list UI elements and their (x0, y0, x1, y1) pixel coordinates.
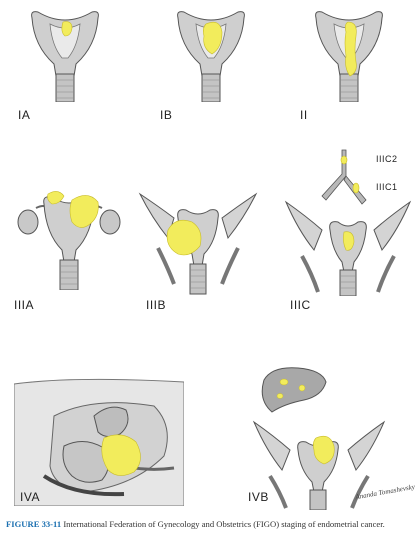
tumor-iiic (343, 231, 355, 251)
stage-label-iva: IVA (20, 490, 40, 504)
stage-sublabel-iiic1: IIIC1 (376, 182, 398, 192)
liver-shape (261, 367, 327, 413)
stage-label-ii: II (300, 108, 308, 122)
stage-label-iiia: IIIA (14, 298, 35, 312)
tumor-ii (344, 21, 357, 77)
stage-label-ivb: IVB (248, 490, 269, 504)
tumor-iva (101, 434, 141, 476)
figure-label: FIGURE 33-11 (6, 519, 62, 529)
liver-metastasis-1 (279, 378, 289, 386)
figure-caption: FIGURE 33-11 International Federation of… (6, 519, 411, 530)
tumor-ia (61, 21, 73, 37)
node-iiic1 (352, 182, 360, 194)
stage-label-iiib: IIIB (146, 298, 167, 312)
tumor-iiia-right (69, 195, 99, 228)
stage-label-iiic: IIIC (290, 298, 311, 312)
pelvis-diagram-iiib (138, 192, 258, 295)
tumor-ib (203, 21, 223, 55)
tumor-ivb (313, 435, 335, 465)
panel-II (304, 6, 394, 102)
pelvis-diagram-iiic (284, 149, 412, 296)
panel-IIIC (282, 146, 414, 296)
liver-metastasis-2 (298, 384, 306, 392)
uterus-diagram-ii (315, 11, 383, 102)
panel-IIIA (14, 186, 124, 290)
panel-IIIB (138, 188, 258, 296)
stage-label-ib: IB (160, 108, 173, 122)
stage-label-ia: IA (18, 108, 31, 122)
uterus-diagram-iiia (17, 191, 121, 290)
sagittal-diagram-iva (14, 378, 184, 506)
uterus-diagram-ia (31, 11, 99, 102)
panel-IVA (14, 376, 184, 506)
liver-metastasis-3 (276, 393, 284, 399)
panel-IVB (244, 360, 394, 510)
figure-caption-text: International Federation of Gynecology a… (63, 519, 385, 529)
tumor-iiib (166, 219, 202, 256)
stage-sublabel-iiic2: IIIC2 (376, 154, 398, 164)
panel-IA (20, 6, 110, 102)
uterus-diagram-ib (177, 11, 245, 102)
node-iiic2 (340, 155, 348, 165)
panel-IB (166, 6, 256, 102)
tumor-iiia-left (47, 191, 65, 205)
pelvis-diagram-ivb (252, 367, 386, 510)
